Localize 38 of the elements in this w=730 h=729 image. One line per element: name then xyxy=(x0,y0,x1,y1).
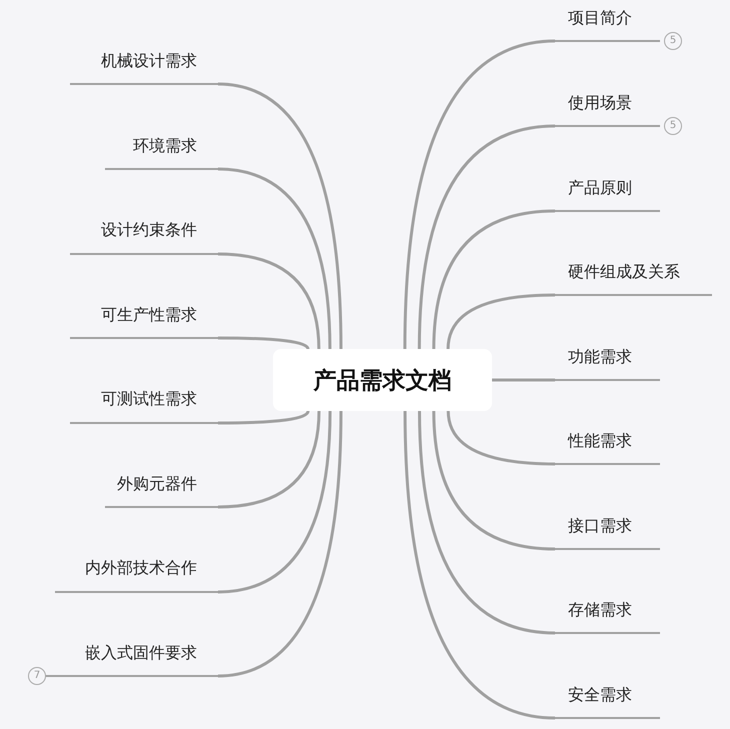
topic-label: 外购元器件 xyxy=(117,474,197,494)
topic-label: 项目简介 xyxy=(568,8,632,28)
branch-line xyxy=(432,410,556,550)
topic-label: 可生产性需求 xyxy=(101,305,197,325)
branch-line xyxy=(218,410,342,678)
topic-label: 环境需求 xyxy=(133,136,197,156)
branch-line xyxy=(446,410,556,466)
topic-label: 设计约束条件 xyxy=(101,220,197,240)
branch-line xyxy=(403,40,556,350)
topic-label: 嵌入式固件要求 xyxy=(85,643,197,663)
topic-label: 使用场景 xyxy=(568,93,632,113)
count-badge: 5 xyxy=(664,117,682,135)
branch-line xyxy=(218,410,320,508)
branch-line xyxy=(418,410,556,634)
branch-line xyxy=(218,336,310,350)
topic-label: 硬件组成及关系 xyxy=(568,262,680,282)
branch-line xyxy=(492,378,555,382)
branch-line xyxy=(404,410,556,720)
topic-label: 存储需求 xyxy=(568,600,632,620)
topic-label: 性能需求 xyxy=(568,431,632,451)
topic-label: 功能需求 xyxy=(568,347,632,367)
count-badge: 7 xyxy=(28,667,46,685)
count-badge: 5 xyxy=(664,32,682,50)
branch-line xyxy=(218,410,310,424)
topic-label: 可测试性需求 xyxy=(101,389,197,409)
branch-line xyxy=(432,210,556,350)
topic-label: 安全需求 xyxy=(568,685,632,705)
topic-label: 内外部技术合作 xyxy=(85,558,197,578)
topic-label: 产品原则 xyxy=(568,178,632,198)
branch-line xyxy=(446,294,556,350)
branch-line xyxy=(218,410,332,594)
central-topic-box: 产品需求文档 xyxy=(273,349,492,411)
branch-line xyxy=(218,168,332,350)
topic-label: 机械设计需求 xyxy=(101,51,197,71)
branch-line xyxy=(218,252,320,350)
topic-label: 接口需求 xyxy=(568,516,632,536)
branch-line xyxy=(218,82,342,350)
branch-line xyxy=(418,124,556,350)
